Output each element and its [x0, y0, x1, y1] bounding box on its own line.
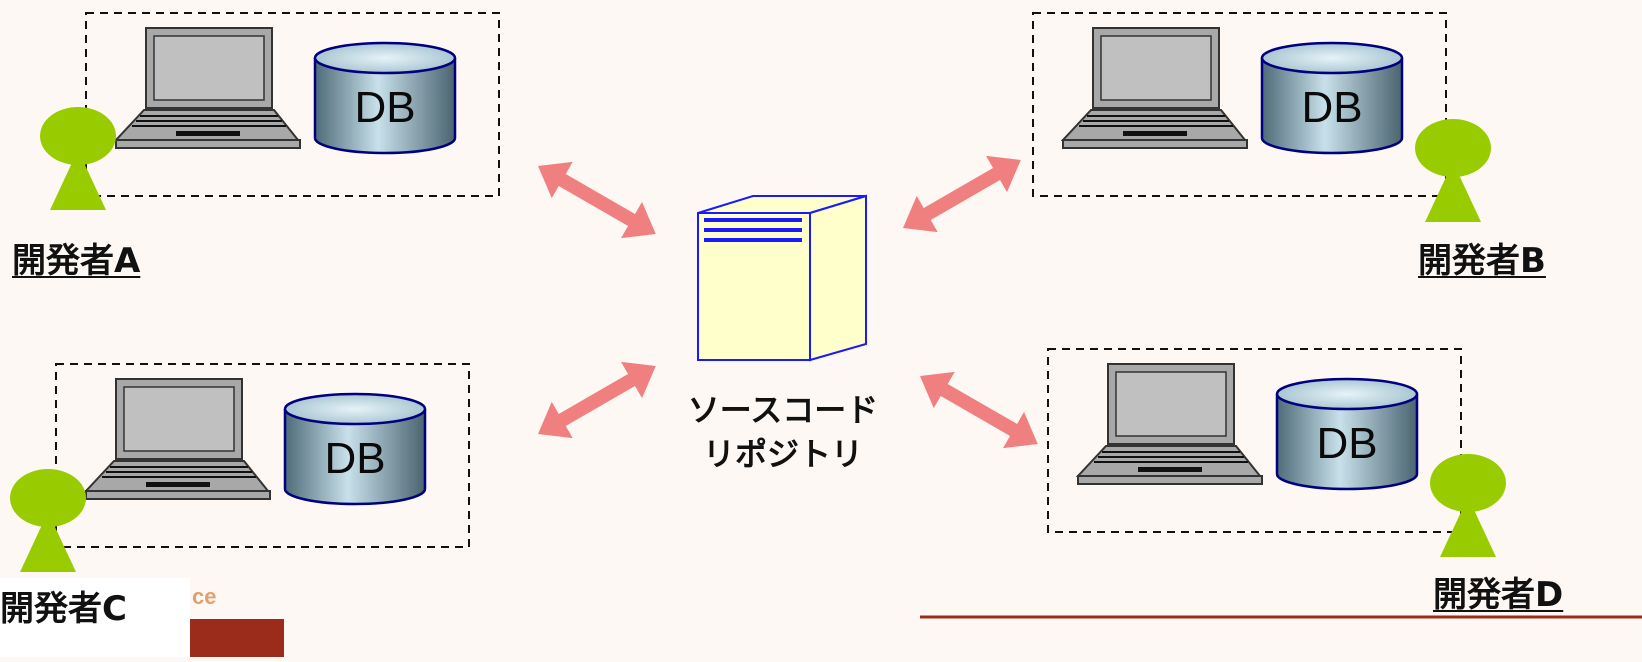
environment-box-a: [85, 12, 500, 197]
person-icon: [1430, 454, 1506, 557]
environment-box-c: [55, 363, 470, 548]
developer-d-label: 開発者D: [1433, 575, 1564, 615]
bidirectional-arrow-icon: [892, 141, 1032, 247]
db-label-a: DB: [354, 83, 415, 132]
developer-a-label: 開発者A: [12, 241, 141, 281]
repository-label-line1: ソースコード: [687, 391, 879, 429]
environment-box-d: [1047, 348, 1462, 533]
laptop-icon: [85, 378, 271, 500]
developer-c-label: 開発者C: [0, 589, 127, 629]
repository-label: ソースコード リポジトリ: [668, 388, 898, 476]
laptop-icon: [115, 27, 301, 149]
bidirectional-arrow-icon: [909, 357, 1049, 463]
db-label-c: DB: [324, 434, 385, 483]
bottom-label-bg: [0, 578, 190, 657]
bidirectional-arrow-icon: [527, 147, 667, 253]
db-label-b: DB: [1301, 83, 1362, 132]
developer-b-label: 開発者B: [1418, 241, 1546, 281]
bottom-bar-fragment: [190, 619, 284, 657]
repository-label-line2: リポジトリ: [702, 435, 863, 473]
laptop-icon: [1077, 363, 1263, 485]
bidirectional-arrow-icon: [527, 347, 667, 453]
fragment-text: ce: [192, 584, 217, 609]
person-icon: [1415, 119, 1491, 222]
laptop-icon: [1062, 27, 1248, 149]
environment-box-b: [1032, 12, 1447, 197]
person-icon: [40, 107, 116, 210]
server-icon: [697, 194, 867, 362]
person-icon: [10, 469, 86, 572]
db-label-d: DB: [1316, 419, 1377, 468]
